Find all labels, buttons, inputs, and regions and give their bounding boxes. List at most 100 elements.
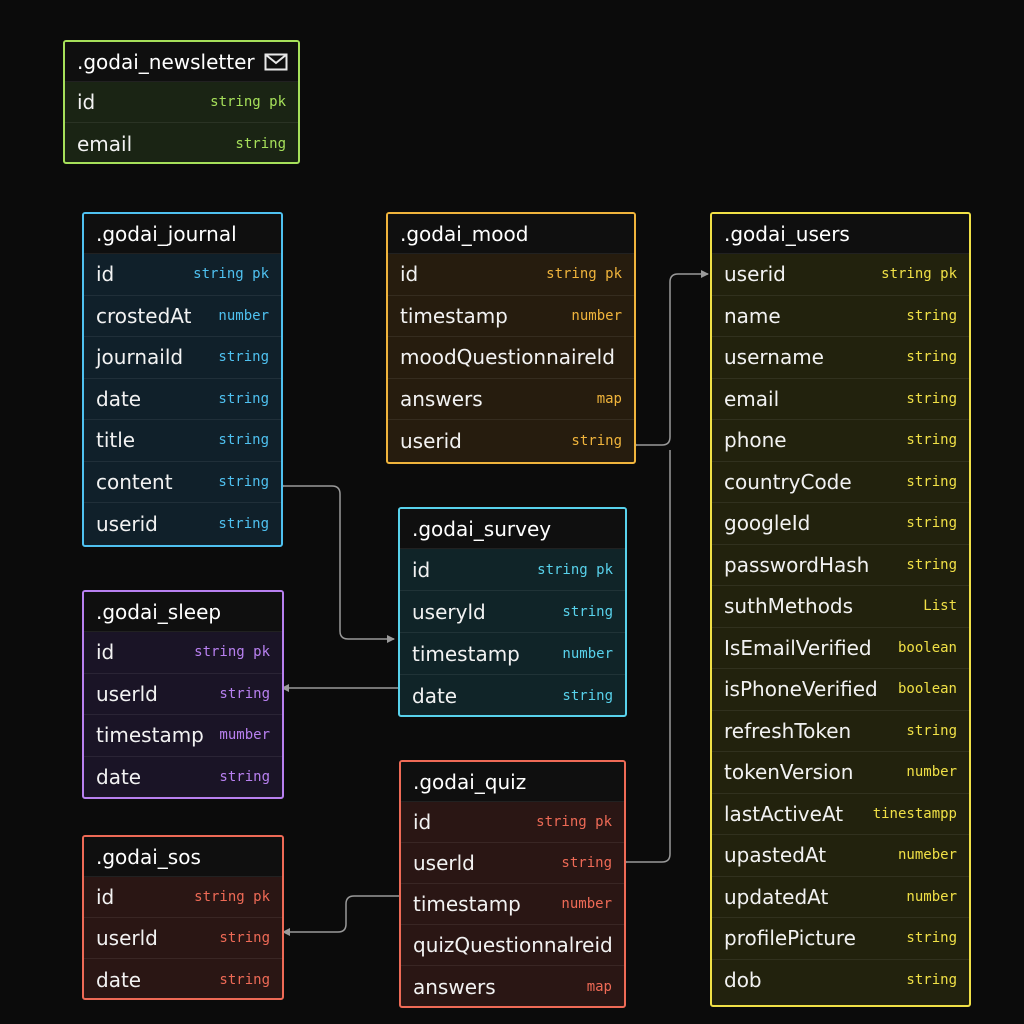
table-godai-journal[interactable]: .godai_journal id string pk crostedAt nu… bbox=[82, 212, 283, 547]
field-type: string bbox=[562, 688, 613, 704]
connector-journal-content-to-survey bbox=[281, 485, 395, 643]
field-type: numeber bbox=[897, 847, 957, 864]
field-row[interactable]: username string bbox=[712, 337, 969, 379]
field-row[interactable]: timestamp number bbox=[388, 296, 634, 337]
table-header[interactable]: .godai_mood bbox=[388, 214, 634, 254]
field-type: string pk bbox=[210, 94, 286, 110]
table-header[interactable]: .godai_survey bbox=[400, 509, 625, 549]
field-row[interactable]: useryld string bbox=[400, 591, 625, 633]
field-row[interactable]: answers map bbox=[388, 379, 634, 420]
field-row[interactable]: title string bbox=[84, 420, 281, 462]
field-row[interactable]: id string pk bbox=[84, 254, 281, 296]
field-type: number bbox=[906, 764, 957, 781]
field-name: title bbox=[96, 428, 136, 453]
table-header[interactable]: .godai_users bbox=[712, 214, 969, 254]
field-type: string bbox=[562, 603, 613, 620]
field-name: useryld bbox=[412, 599, 486, 624]
field-type: number bbox=[218, 307, 269, 324]
field-type: number bbox=[561, 896, 612, 912]
table-godai-newsletter[interactable]: .godai_newsletter id string pk email str… bbox=[63, 40, 300, 164]
table-header[interactable]: .godai_journal bbox=[84, 214, 281, 254]
table-header[interactable]: .godai_sos bbox=[84, 837, 282, 877]
field-row[interactable]: userid string bbox=[388, 420, 634, 462]
field-name: dob bbox=[724, 968, 762, 993]
field-name: content bbox=[96, 469, 173, 494]
field-type: string bbox=[906, 349, 957, 366]
field-name: username bbox=[724, 345, 824, 370]
field-row[interactable]: tokenVersion number bbox=[712, 752, 969, 794]
field-row[interactable]: answers map bbox=[401, 966, 624, 1006]
field-type: string bbox=[906, 972, 957, 989]
field-name: timestamp bbox=[400, 303, 508, 328]
field-row[interactable]: quizQuestionnalreid bbox=[401, 925, 624, 966]
field-name: moodQuestionnaireld bbox=[400, 345, 615, 370]
field-row[interactable]: profilePicture string bbox=[712, 918, 969, 960]
field-name: userid bbox=[96, 511, 158, 536]
field-name: userld bbox=[96, 681, 158, 706]
table-header[interactable]: .godai_quiz bbox=[401, 762, 624, 802]
field-type: mumber bbox=[219, 727, 270, 744]
field-type: string bbox=[906, 722, 957, 739]
field-name: passwordHash bbox=[724, 552, 870, 577]
field-row[interactable]: date string bbox=[84, 379, 281, 420]
field-name: suthMethods bbox=[724, 594, 854, 619]
connector-quiz-userld-to-users bbox=[624, 450, 671, 863]
field-row[interactable]: userid string bbox=[84, 503, 281, 545]
table-header[interactable]: .godai_newsletter bbox=[65, 42, 298, 82]
field-type: string bbox=[218, 390, 269, 407]
field-row[interactable]: id string pk bbox=[388, 254, 634, 296]
field-row[interactable]: crostedAt number bbox=[84, 296, 281, 337]
field-name: answers bbox=[413, 974, 496, 999]
field-type: string bbox=[218, 473, 269, 490]
field-type: map bbox=[586, 978, 612, 995]
field-row[interactable]: moodQuestionnaireld bbox=[388, 337, 634, 379]
table-godai-mood[interactable]: .godai_mood id string pk timestamp numbe… bbox=[386, 212, 636, 464]
field-row[interactable]: id string pk bbox=[65, 82, 298, 123]
field-row[interactable]: journaild string bbox=[84, 337, 281, 379]
field-row[interactable]: content string bbox=[84, 462, 281, 503]
field-name: profilePicture bbox=[724, 926, 856, 951]
field-row[interactable]: dob string bbox=[712, 960, 969, 1002]
field-row[interactable]: email string bbox=[65, 123, 298, 162]
table-header[interactable]: .godai_sleep bbox=[84, 592, 282, 632]
field-type: string bbox=[906, 930, 957, 947]
field-name: isPhoneVerified bbox=[724, 677, 878, 702]
table-name: .godai_sos bbox=[96, 844, 201, 869]
field-name: userld bbox=[413, 851, 475, 875]
field-name: tokenVersion bbox=[724, 760, 854, 785]
field-name: answers bbox=[400, 386, 483, 411]
field-name: phone bbox=[724, 428, 787, 453]
